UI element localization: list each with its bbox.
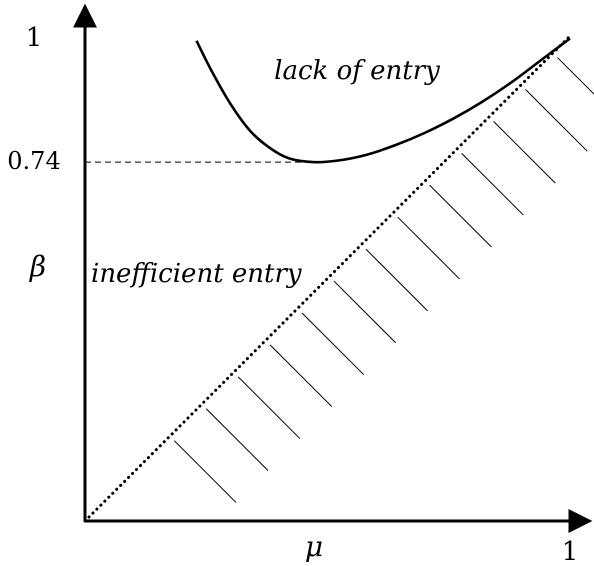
annotation-lack-of-entry: lack of entry — [274, 56, 440, 86]
hatch-line-9 — [461, 152, 524, 216]
y-axis-label: β — [29, 250, 46, 283]
hatch-line-4 — [301, 312, 365, 376]
hatch-line-2 — [237, 376, 301, 439]
x-axis-label: μ — [305, 530, 323, 563]
annotation-inefficient-entry: inefficient entry — [91, 259, 302, 289]
hatch-line-0 — [173, 440, 237, 503]
y-tick-label-1: 1 — [26, 23, 43, 53]
threshold-curve — [195, 37, 571, 164]
hatch-line-7 — [397, 216, 460, 280]
x-tick-label-1: 1 — [562, 537, 579, 566]
hatch-line-1 — [205, 408, 269, 471]
hatch-line-6 — [365, 248, 428, 312]
hatch-line-10 — [493, 121, 556, 184]
diagonal-dotted-line — [83, 34, 572, 523]
series-layer — [83, 34, 572, 523]
y-tick-label-074: 0.74 — [7, 147, 60, 175]
hatch-line-11 — [525, 89, 588, 152]
hatch-line-8 — [429, 184, 492, 248]
hatch-line-5 — [333, 280, 397, 344]
hatched-region — [173, 57, 594, 503]
hatch-line-3 — [269, 344, 333, 407]
hatch-line-12 — [557, 57, 594, 95]
